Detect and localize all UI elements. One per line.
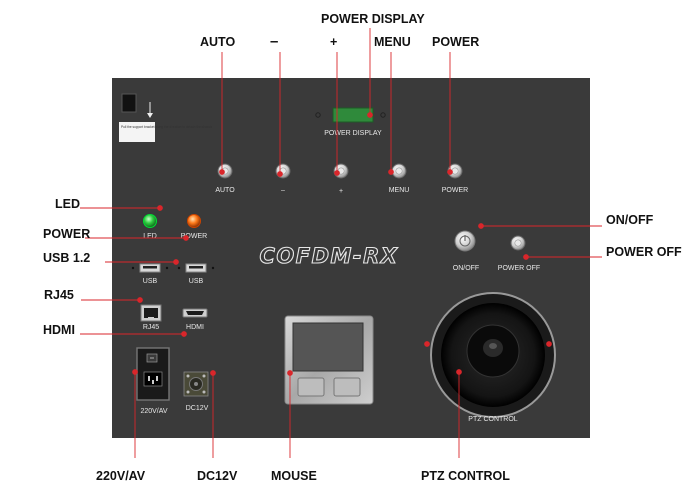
- button-plus-label: +: [339, 188, 343, 195]
- usb-port-1[interactable]: USB: [131, 263, 169, 285]
- detach-warning-sticker: Pull the support bracket along the direc…: [119, 93, 213, 142]
- callout-usb: USB 1.2: [43, 251, 91, 265]
- rj45-port-label: RJ45: [143, 324, 159, 331]
- button-menu[interactable]: MENU: [389, 163, 410, 194]
- mouse-touchpad[interactable]: [284, 315, 374, 405]
- rj45-port[interactable]: RJ45: [140, 304, 162, 331]
- led-indicator: LED: [143, 214, 157, 240]
- on-off-switch[interactable]: ON/OFF: [453, 230, 479, 272]
- usb-port-2[interactable]: USB: [177, 263, 215, 285]
- dc12v-connector[interactable]: DC12V: [183, 371, 209, 412]
- button-power[interactable]: POWER: [442, 163, 468, 194]
- ptz-control-label: PTZ CONTROL: [468, 416, 517, 423]
- button-menu-label: MENU: [389, 187, 410, 194]
- callout-power-top: POWER: [432, 35, 480, 49]
- led-label: LED: [143, 233, 157, 240]
- button-minus-label: –: [281, 187, 285, 194]
- callout-mouse: MOUSE: [271, 469, 317, 483]
- leader-lines: [80, 28, 602, 458]
- warning-text: Pull the support bracket along the direc…: [121, 125, 213, 129]
- callout-menu: MENU: [374, 35, 411, 49]
- callout-minus: –: [270, 33, 279, 50]
- power-led-label: POWER: [181, 233, 207, 240]
- power-off-label: POWER OFF: [498, 265, 540, 272]
- callout-dc12v: DC12V: [197, 469, 238, 483]
- power-display: POWER DISPLAY: [315, 107, 386, 137]
- power-led-indicator: POWER: [181, 214, 207, 240]
- callout-power-left: POWER: [43, 227, 91, 241]
- ac-power-label: 220V/AV: [140, 408, 167, 415]
- callout-ac-power: 220V/AV: [96, 469, 146, 483]
- hdmi-port[interactable]: HDMI: [182, 308, 208, 331]
- callout-power-display: POWER DISPLAY: [321, 12, 425, 26]
- power-display-label: POWER DISPLAY: [324, 130, 382, 137]
- hdmi-port-label: HDMI: [186, 324, 204, 331]
- callout-power-off: POWER OFF: [606, 245, 682, 259]
- usb-port-1-label: USB: [143, 278, 158, 285]
- panel-title: COFDM-RX: [259, 244, 398, 268]
- callout-ptz-control: PTZ CONTROL: [421, 469, 510, 483]
- callout-rj45: RJ45: [44, 288, 74, 302]
- ptz-joystick[interactable]: PTZ CONTROL: [430, 292, 556, 423]
- usb-port-2-label: USB: [189, 278, 204, 285]
- on-off-label: ON/OFF: [453, 265, 479, 272]
- callout-auto: AUTO: [200, 35, 236, 49]
- power-off-button[interactable]: POWER OFF: [498, 235, 540, 272]
- callout-plus: +: [330, 35, 338, 49]
- button-power-label: POWER: [442, 187, 468, 194]
- callout-on-off: ON/OFF: [606, 213, 654, 227]
- dc12v-label: DC12V: [186, 405, 209, 412]
- button-auto-label: AUTO: [215, 187, 235, 194]
- callout-led: LED: [55, 197, 80, 211]
- callout-hdmi: HDMI: [43, 323, 75, 337]
